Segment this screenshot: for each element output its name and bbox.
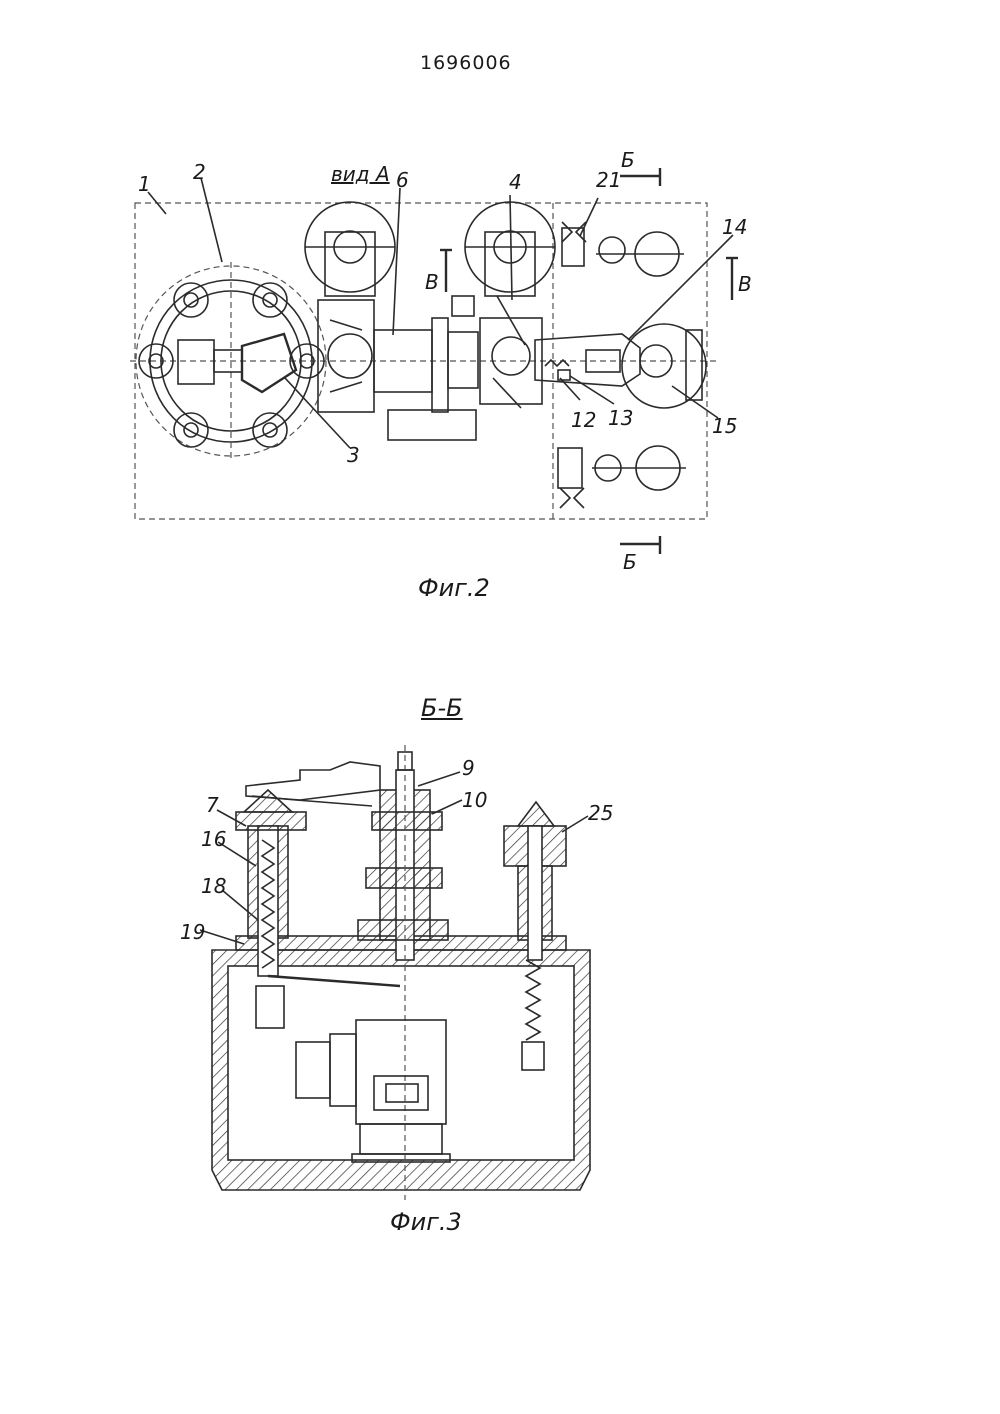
part-label-19: 19 [180,920,205,944]
part-label-9: 9 [462,756,475,780]
part-label-7: 7 [206,793,219,817]
part-label-10: 10 [462,788,487,812]
part-label-25: 25 [588,801,613,825]
part-label-18: 18 [201,874,226,898]
part-label-16: 16 [201,827,226,851]
section-label-b-b: Б-Б [421,694,463,722]
figure-3-caption: Фиг.3 [390,1208,462,1236]
